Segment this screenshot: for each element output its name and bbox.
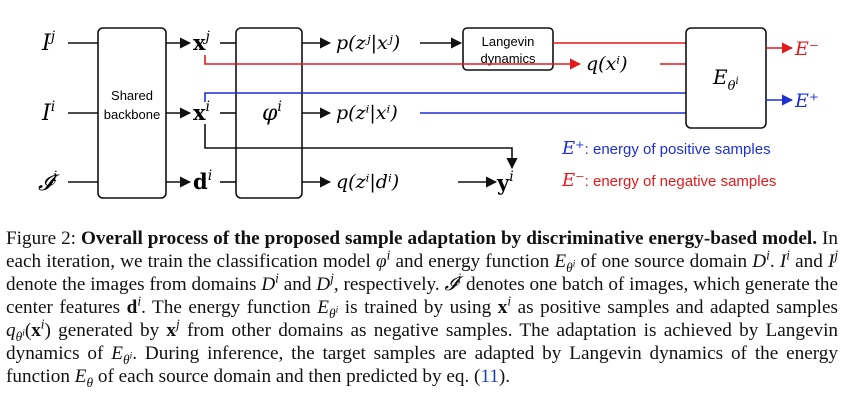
phi-label: φi (262, 99, 282, 126)
energy-function-box (685, 27, 767, 129)
output-p-zj-xj: p(zʲ|xʲ) (336, 32, 400, 54)
output-p-zi-xi: p(zⁱ|xⁱ) (336, 102, 398, 124)
langevin-label-1: Langevin (482, 34, 535, 49)
caption-bold-title: Overall process of the proposed sample a… (80, 228, 818, 249)
legend-negative: E⁻: energy of negative samples (561, 170, 776, 191)
process-diagram: Ij Ii 𝓘i Shared backbone xj xi di φi p(z… (38, 27, 819, 199)
output-q-xi: q(xⁱ) (586, 53, 628, 75)
output-q-zi-di: q(zⁱ|dⁱ) (336, 171, 399, 193)
feature-xi: xi (193, 99, 210, 125)
input-batch: 𝓘i (38, 169, 60, 196)
energy-positive: E⁺ (794, 90, 819, 112)
input-Ij: Ij (41, 29, 56, 56)
blue-path-xi (204, 92, 686, 102)
feature-di: di (193, 168, 212, 194)
backbone-label-2: backbone (104, 107, 160, 122)
skip-xi-to-yi (204, 124, 518, 170)
input-Ii: Ii (41, 99, 55, 126)
legend-positive: E⁺: energy of positive samples (561, 138, 771, 159)
feature-xj: xj (193, 29, 211, 55)
langevin-dynamics-box (462, 27, 554, 71)
energy-negative: E⁻ (794, 38, 819, 60)
energy-label: Eθi (712, 65, 739, 94)
prediction-yi: yi (496, 169, 514, 195)
caption-label: Figure 2: (6, 228, 76, 249)
langevin-label-2: dynamics (481, 51, 536, 66)
red-path-xj (204, 55, 582, 70)
backbone-label-1: Shared (111, 88, 153, 103)
figure-caption: Figure 2: Overall process of the propose… (6, 228, 839, 390)
equation-reference-link[interactable]: 11 (480, 366, 499, 387)
